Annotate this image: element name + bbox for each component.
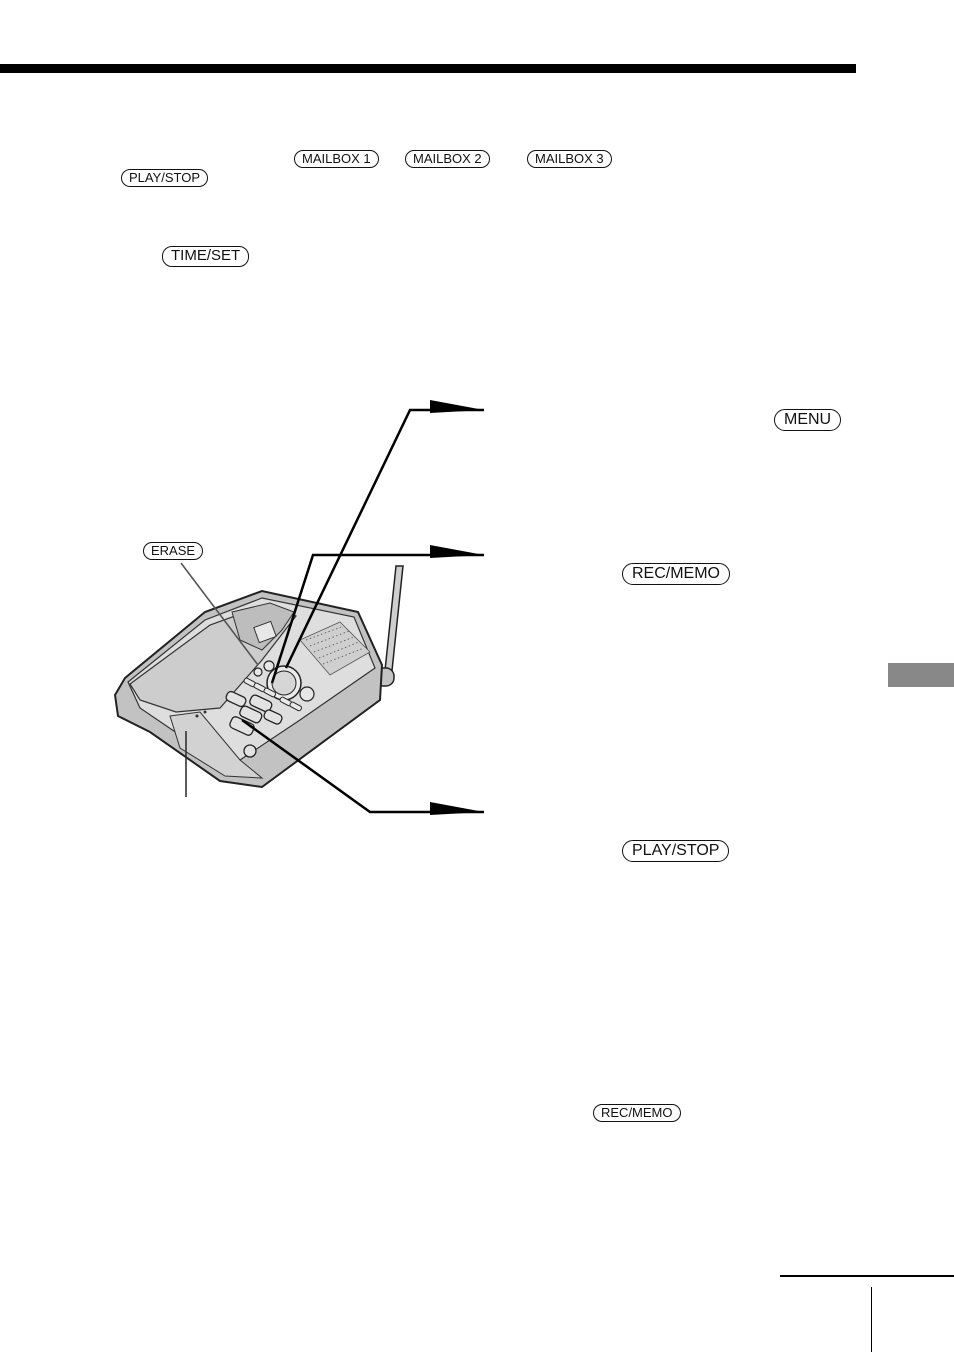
footer-divider — [871, 1287, 872, 1352]
mailbox-1-key: MAILBOX 1 — [294, 150, 379, 169]
base-unit — [113, 589, 384, 789]
callout-arrowheads — [430, 400, 484, 815]
mailbox-2-key: MAILBOX 2 — [405, 150, 490, 169]
rec-memo-key: REC/MEMO — [622, 563, 730, 585]
rec-memo-key-small: REC/MEMO — [593, 1104, 681, 1123]
section-tab — [888, 663, 954, 687]
mailbox-3-key: MAILBOX 3 — [527, 150, 612, 169]
erase-key: ERASE — [143, 542, 204, 561]
time-set-key: TIME/SET — [162, 246, 250, 267]
play-stop-key: PLAY/STOP — [622, 840, 730, 862]
top-rule — [0, 64, 856, 73]
menu-key: MENU — [774, 409, 842, 431]
erase-leader-line — [180, 562, 259, 666]
footer-rule — [780, 1275, 954, 1277]
play-stop-key-small: PLAY/STOP — [121, 169, 209, 188]
